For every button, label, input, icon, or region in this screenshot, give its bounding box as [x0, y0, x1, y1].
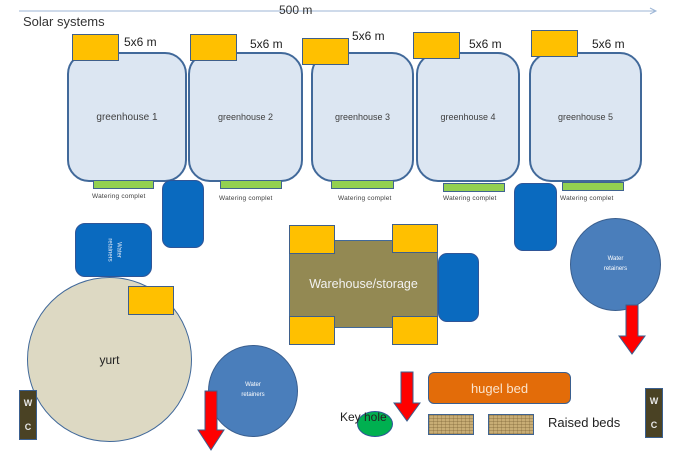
warehouse-water-tank — [438, 253, 479, 322]
solar-systems-title: Solar systems — [23, 14, 105, 29]
wc-right-line2: C — [650, 420, 658, 430]
scale-arrow — [19, 7, 658, 15]
water-tank-2 — [514, 183, 557, 251]
warehouse-solar-tr — [392, 224, 438, 253]
wc-right-line1: W — [649, 396, 659, 406]
water-retainers-box: Water retainers — [75, 223, 152, 277]
raised-beds-label: Raised beds — [548, 415, 621, 430]
hugel-bed-label: hugel bed — [470, 380, 529, 396]
warehouse-solar-bl — [289, 316, 335, 345]
red-arrow-center — [393, 371, 421, 422]
wc-right: W C — [645, 388, 663, 438]
watering-bar-3 — [331, 180, 394, 189]
solar-panel-1 — [72, 34, 119, 61]
warehouse-label: Warehouse/storage — [309, 277, 418, 291]
water-retainers-left: Water retainers — [208, 345, 298, 437]
wc-left-line1: W — [23, 398, 33, 408]
water-tank-1 — [162, 180, 204, 248]
watering-bar-1 — [93, 180, 154, 189]
watering-label-2: Watering complet — [219, 195, 273, 202]
watering-bar-4 — [443, 183, 505, 192]
hugel-bed: hugel bed — [428, 372, 571, 404]
solar-panel-3 — [302, 38, 349, 65]
water-retainers-box-line2: retainers — [106, 238, 113, 262]
warehouse-solar-br — [392, 316, 438, 345]
greenhouse-1-label: greenhouse 1 — [96, 111, 158, 123]
watering-label-5: Watering complet — [560, 195, 614, 202]
warehouse: Warehouse/storage — [289, 240, 438, 328]
solar-size-3: 5x6 m — [352, 29, 385, 43]
greenhouse-4-label: greenhouse 4 — [440, 112, 496, 122]
solar-size-1: 5x6 m — [124, 35, 157, 49]
solar-size-5: 5x6 m — [592, 37, 625, 51]
water-retainers-right-line2: retainers — [603, 265, 628, 272]
greenhouse-4: greenhouse 4 — [416, 52, 520, 182]
watering-bar-5 — [562, 182, 624, 191]
water-retainers-left-line1: Water — [245, 382, 261, 389]
watering-label-1: Watering complet — [92, 193, 146, 200]
water-retainers-right: Water retainers — [570, 218, 661, 311]
watering-label-3: Watering complet — [338, 195, 392, 202]
water-retainers-left-line2: retainers — [241, 392, 265, 398]
watering-bar-2 — [220, 180, 282, 189]
raised-bed-2 — [488, 414, 534, 435]
key-hole-bed — [357, 411, 393, 437]
solar-panel-4 — [413, 32, 460, 59]
water-retainers-box-label: Water retainers — [105, 238, 123, 261]
scale-label: 500 m — [279, 3, 313, 17]
water-retainers-box-line1: Water — [115, 242, 122, 258]
wc-left-line2: C — [24, 422, 32, 432]
greenhouse-3-label: greenhouse 3 — [334, 112, 391, 122]
warehouse-solar-tl — [289, 225, 335, 254]
key-hole-label: Key hole — [340, 410, 387, 424]
greenhouse-1: greenhouse 1 — [67, 52, 187, 182]
greenhouse-3: greenhouse 3 — [311, 52, 414, 182]
greenhouse-2-label: greenhouse 2 — [217, 112, 274, 122]
yurt-solar-panel — [128, 286, 174, 315]
greenhouse-5: greenhouse 5 — [529, 52, 642, 182]
red-arrow-right — [618, 304, 646, 355]
greenhouse-2: greenhouse 2 — [188, 52, 303, 182]
red-arrow-left — [197, 390, 225, 451]
greenhouse-5-label: greenhouse 5 — [557, 112, 614, 122]
wc-left: W C — [19, 390, 37, 440]
solar-size-4: 5x6 m — [469, 37, 502, 51]
water-retainers-right-line1: Water — [607, 255, 624, 262]
yurt-label: yurt — [99, 352, 120, 367]
solar-size-2: 5x6 m — [250, 37, 283, 51]
solar-panel-2 — [190, 34, 237, 61]
raised-bed-1 — [428, 414, 474, 435]
watering-label-4: Watering complet — [443, 195, 497, 202]
solar-panel-5 — [531, 30, 578, 57]
